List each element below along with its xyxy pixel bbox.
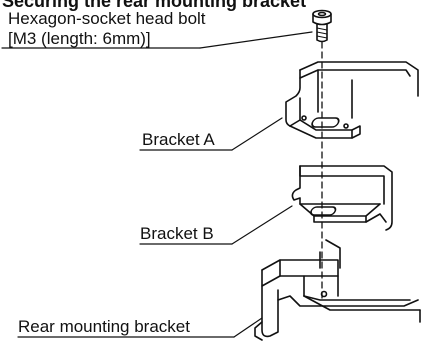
page-title: Securing the rear mounting bracket [2,0,307,11]
hex-socket-bolt-drawing [312,9,332,43]
rear-bracket-label: Rear mounting bracket [18,317,190,336]
bolt-label-line2: [M3 (length: 6mm)] [8,29,151,48]
bracket-b-drawing [291,165,393,231]
bracket-a-label: Bracket A [142,130,215,149]
bracket-b-label: Bracket B [140,224,214,243]
leader-rear-bracket [233,317,263,338]
leader-bracket-b [231,205,293,245]
rear-mounting-bracket-drawing [254,239,421,341]
bolt-label-line1: Hexagon-socket head bolt [8,9,206,28]
leader-bracket-a [231,117,283,151]
leader-bolt [199,31,313,49]
bracket-a-drawing [285,61,419,139]
